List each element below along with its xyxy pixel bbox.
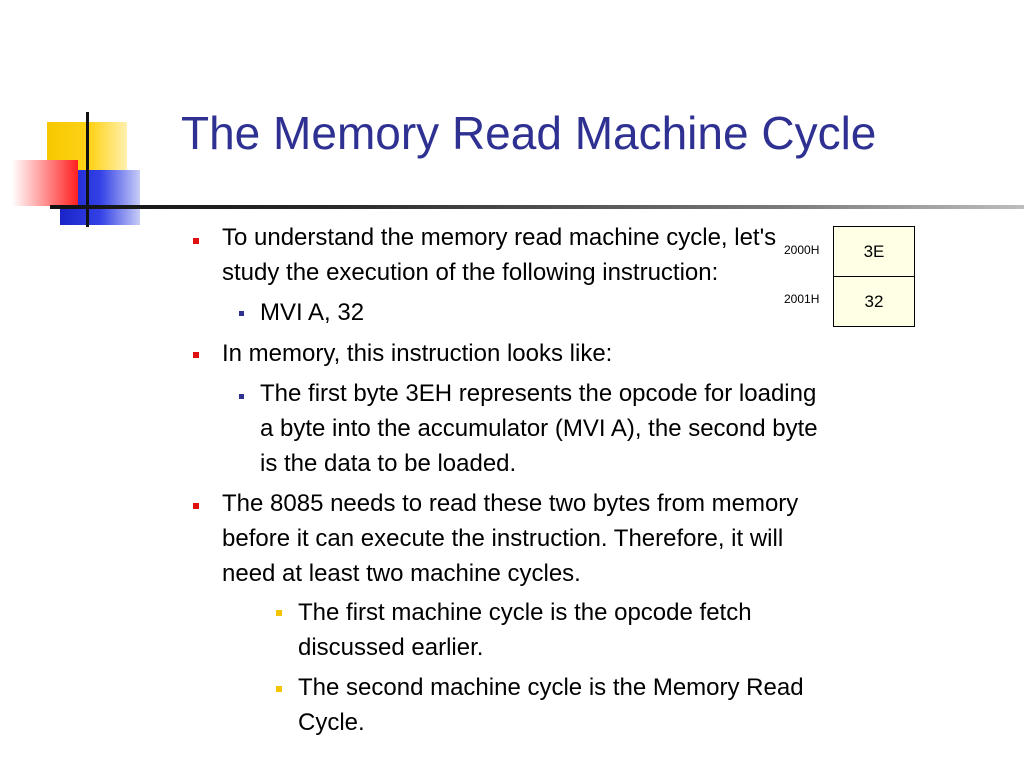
memory-address-label: 2001H (782, 292, 822, 306)
bullet-item: The second machine cycle is the Memory R… (298, 670, 804, 740)
bullet-line: before it can execute the instruction. T… (222, 525, 784, 552)
bullet-line: Cycle. (298, 709, 365, 736)
memory-address-label: 2000H (782, 243, 822, 257)
bullet-marker (239, 311, 244, 316)
bullet-line: need at least two machine cycles. (222, 560, 581, 587)
bullet-marker (239, 394, 244, 399)
bullet-line: a byte into the accumulator (MVI A), the… (260, 415, 818, 442)
memory-cell: 3E (863, 241, 885, 261)
logo-vertical-line (86, 112, 89, 227)
bullet-line: To understand the memory read machine cy… (222, 224, 777, 251)
bullet-line: discussed earlier. (298, 634, 484, 661)
bullet-line: MVI A, 32 (260, 299, 365, 326)
bullet-marker (193, 503, 199, 509)
title-underline (50, 205, 1024, 209)
bullet-item: The 8085 needs to read these two bytes f… (222, 486, 798, 591)
bullet-marker (193, 352, 199, 358)
logo-red-square (12, 160, 78, 206)
bullet-line: is the data to be loaded. (260, 450, 517, 477)
memory-cell: 32 (834, 276, 914, 326)
bullet-line: The first byte 3EH represents the opcode… (260, 380, 817, 407)
bullet-item: In memory, this instruction looks like: (222, 336, 612, 371)
bullet-item: The first byte 3EH represents the opcode… (260, 376, 818, 481)
slide-title: The Memory Read Machine Cycle (181, 107, 877, 159)
memory-table: 3E 32 (833, 226, 915, 327)
bullet-item: MVI A, 32 (260, 295, 364, 330)
bullet-line: study the execution of the following ins… (222, 259, 719, 286)
bullet-line: The second machine cycle is the Memory R… (298, 674, 804, 701)
bullet-item: To understand the memory read machine cy… (222, 220, 776, 290)
bullet-marker (276, 686, 282, 692)
bullet-marker (193, 238, 199, 244)
bullet-line: In memory, this instruction looks like: (222, 340, 613, 367)
slide-logo (0, 0, 160, 240)
bullet-line: The 8085 needs to read these two bytes f… (222, 490, 799, 517)
bullet-line: The first machine cycle is the opcode fe… (298, 599, 752, 626)
bullet-item: The first machine cycle is the opcode fe… (298, 595, 752, 665)
bullet-marker (276, 610, 282, 616)
